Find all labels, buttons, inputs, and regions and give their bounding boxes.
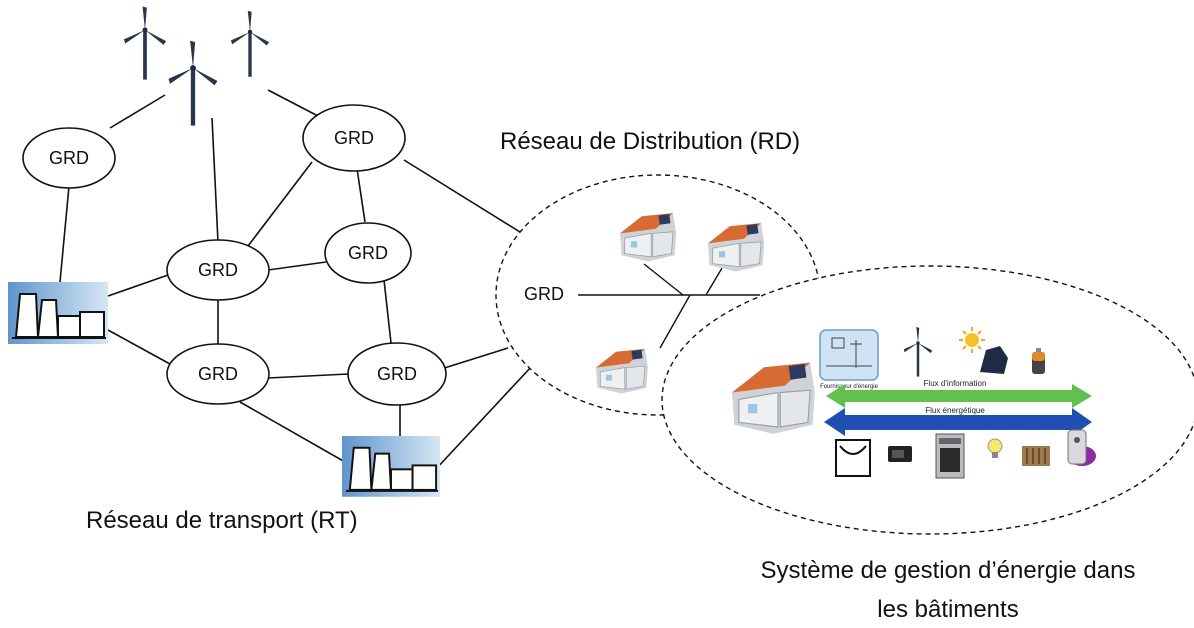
grd-label: GRD (49, 148, 89, 168)
network-links (59, 89, 533, 471)
washing-machine-icon (835, 439, 871, 477)
wind-turbine-icon (230, 10, 270, 77)
grd-label: GRD (348, 243, 388, 263)
coal-icon (980, 346, 1008, 374)
grd-label: GRD (334, 128, 374, 148)
grd-node: GRD (22, 127, 116, 189)
caption-gestion-line2: les bâtiments (877, 596, 1018, 623)
microwave-icon (888, 446, 912, 462)
building-energy-system: Fournisseur d'énergie (661, 265, 1194, 535)
light-bulb-icon (987, 438, 1003, 458)
power-plant-icon (341, 435, 441, 498)
supplier-label: Fournisseur d'énergie (820, 384, 879, 390)
wind-turbine-icon (168, 40, 218, 126)
power-plant-icon (7, 281, 109, 345)
wind-turbine-icon (123, 6, 167, 80)
grd-node: GRD (347, 342, 447, 406)
grd-node: GRD (166, 239, 270, 301)
energy-flow-label: Flux énergétique (925, 406, 985, 415)
grd-node: GRD (302, 104, 406, 172)
caption-distribution: Réseau de Distribution (RD) (500, 128, 800, 155)
info-flow-arrow: Flux d'information (826, 379, 1092, 408)
grd-node: GRD (324, 222, 412, 284)
supplier-panel: Fournisseur d'énergie (819, 329, 879, 390)
oven-icon (935, 433, 965, 479)
grd-label: GRD (198, 364, 238, 384)
solar-sun-icon (959, 327, 985, 353)
battery-icon (1032, 348, 1045, 374)
grd-node: GRD (166, 343, 270, 405)
radiator-icon (1022, 446, 1050, 466)
grd-label: GRD (198, 260, 238, 280)
caption-gestion-line1: Système de gestion d’énergie dans (761, 557, 1136, 584)
grd-label: GRD (377, 364, 417, 384)
energy-flow-arrow: Flux énergétique (824, 405, 1092, 436)
water-heater-icon (1067, 429, 1096, 466)
info-flow-label: Flux d'information (924, 379, 987, 388)
caption-transport: Réseau de transport (RT) (86, 507, 358, 534)
grd-label: GRD (524, 284, 564, 304)
